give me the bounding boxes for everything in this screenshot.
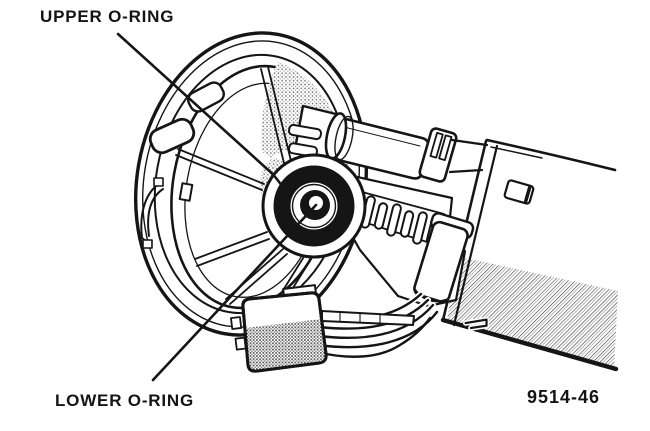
connector-shading [246, 319, 327, 372]
canister-top-edge [485, 138, 617, 172]
upper-o-ring [273, 165, 355, 247]
wiring-harness [314, 291, 440, 360]
flat-cable [321, 310, 415, 326]
wire-strand [317, 303, 435, 340]
canister-clip-detail [462, 316, 490, 331]
figure-number: 9514-46 [527, 387, 601, 407]
fuel-reservoir-canister [440, 138, 620, 372]
flange-rim-notch [178, 182, 194, 202]
center-bore [309, 196, 323, 210]
tube-pin-upper [288, 123, 322, 141]
flange-side-clip [140, 177, 164, 249]
pump-cylinder [413, 212, 475, 304]
canister-port-detail [503, 179, 535, 205]
leader-lines [116, 32, 318, 382]
lower-leader-line [151, 203, 318, 382]
electrical-connector [230, 284, 328, 373]
wire-strand [315, 316, 432, 358]
upper-o-ring-label: UPPER O-RING [40, 7, 175, 26]
flange-fitting-lower [148, 117, 196, 155]
canister-hatch-shading [447, 256, 618, 369]
upper-leader-line [116, 32, 285, 189]
wire-strand [318, 298, 430, 330]
fuel-supply-tube [287, 104, 489, 183]
lower-o-ring-label: LOWER O-RING [55, 391, 194, 410]
tube-clip-bracket [418, 127, 458, 183]
